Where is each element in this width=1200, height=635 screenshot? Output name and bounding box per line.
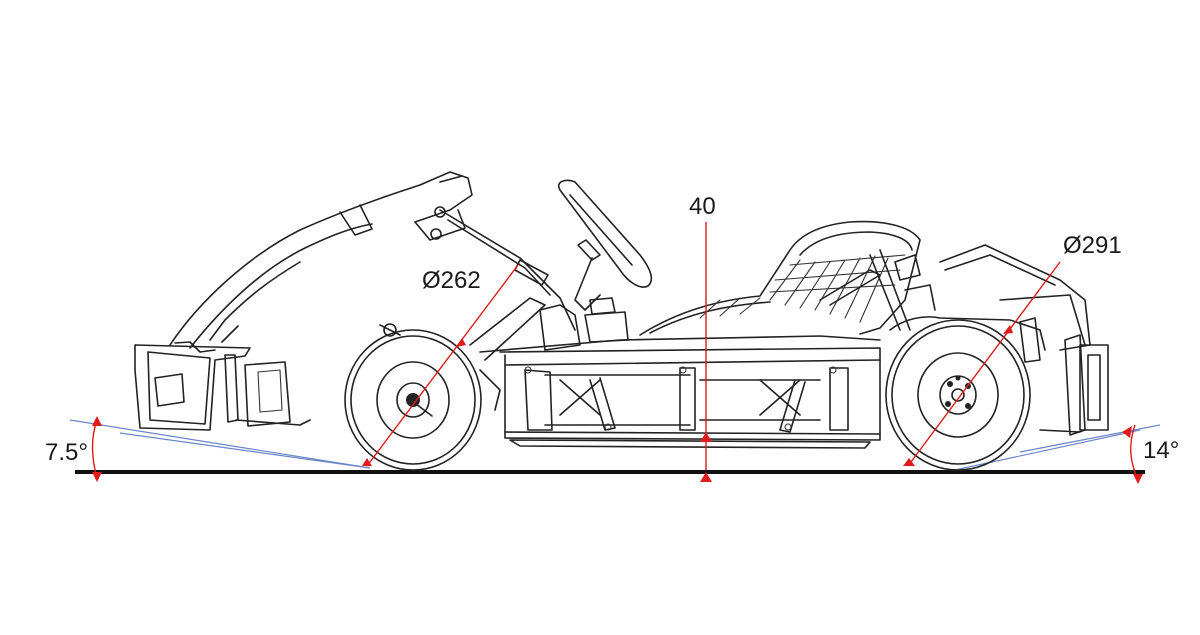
front-diameter-dimension [362,264,519,467]
front-spindle [379,297,546,411]
seat [639,220,921,336]
fuel-tank [539,297,629,351]
steering-assembly [439,179,652,331]
ground-clearance-dimension [700,222,712,482]
front-wheel [344,329,482,471]
departure-angle-dimension [1122,424,1143,484]
seat-stays [894,254,936,311]
rear-diameter-dimension [903,261,1061,467]
front-diameter-label: Ø262 [422,267,481,294]
front-nose-bumper [134,341,311,431]
front-fairing [169,171,473,349]
chassis-frame [479,335,881,449]
approach-angle-label: 7.5° [45,439,88,466]
ground-clearance-label: 40 [689,193,716,220]
rear-diameter-label: Ø291 [1063,232,1122,259]
departure-angle-label: 14° [1143,437,1179,464]
rear-wheel [885,319,1031,471]
approach-angle-lines [69,419,371,469]
rear-axle-housing [889,316,1046,363]
departure-angle-lines [954,424,1161,471]
rear-bumper [939,244,1109,436]
approach-angle-dimension [91,416,102,482]
